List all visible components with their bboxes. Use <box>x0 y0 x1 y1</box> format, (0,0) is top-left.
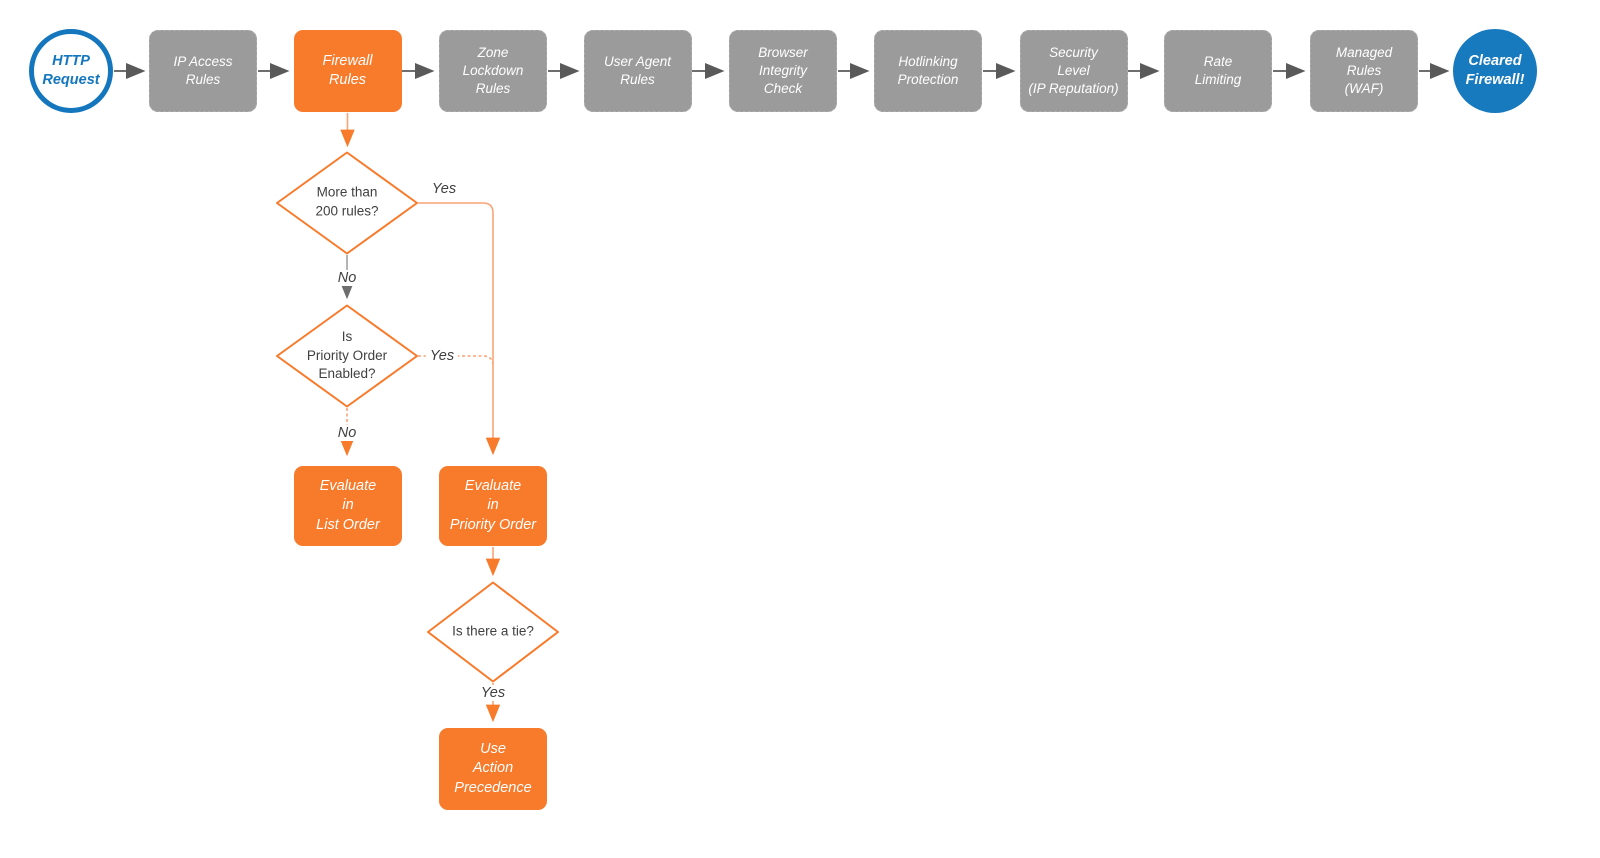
decision-priority-order-enabled <box>276 304 418 408</box>
decision-label-priority-order-enabled: Is Priority Order Enabled? <box>306 329 388 382</box>
node-browser-integrity-check: Browser Integrity Check <box>729 30 837 112</box>
decision-more-than-200-rules <box>276 151 418 255</box>
decision-is-there-a-tie <box>427 581 559 683</box>
node-hotlinking-protection: Hotlinking Protection <box>874 30 982 112</box>
edge-d1-yes-to-priority-order <box>418 202 501 456</box>
node-evaluate-in-priority-order: Evaluate in Priority Order <box>439 466 547 546</box>
edge-label-d3-yes: Yes <box>476 685 510 701</box>
node-zone-lockdown-rules: Zone Lockdown Rules <box>439 30 547 112</box>
node-rate-limiting: Rate Limiting <box>1164 30 1272 112</box>
edge-label-d1-no: No <box>333 270 361 286</box>
edge-d2-yes-to-priority-order <box>418 355 494 367</box>
node-evaluate-in-list-order: Evaluate in List Order <box>294 466 402 546</box>
node-user-agent-rules: User Agent Rules <box>583 30 692 112</box>
node-use-action-precedence: Use Action Precedence <box>439 728 547 810</box>
node-http-request: HTTP Request <box>29 29 113 113</box>
node-security-level: Security Level (IP Reputation) <box>1019 30 1128 112</box>
node-firewall-rules: Firewall Rules <box>293 30 402 112</box>
decision-label-is-there-a-tie: Is there a tie? <box>452 623 534 639</box>
edge-label-d2-no: No <box>333 425 361 441</box>
node-cleared-firewall: Cleared Firewall! <box>1453 29 1537 113</box>
node-managed-rules-waf: Managed Rules (WAF) <box>1310 30 1418 112</box>
node-ip-access-rules: IP Access Rules <box>149 30 257 112</box>
edge-label-d1-yes: Yes <box>427 181 461 197</box>
edge-label-d2-yes: Yes <box>425 348 459 364</box>
decision-label-more-than-200-rules: More than 200 rules? <box>315 184 379 218</box>
